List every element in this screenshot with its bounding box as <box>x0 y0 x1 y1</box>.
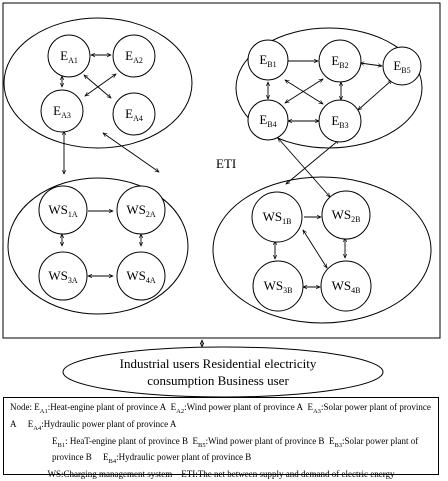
link-ea-wsb <box>103 133 159 172</box>
legend-box: Node: EA1:Heat-engine plant of province … <box>3 397 439 479</box>
link-eb3-wsb <box>286 140 339 184</box>
node-ws4a: WS4A <box>116 251 166 301</box>
svg-text:WS3B: WS3B <box>264 278 293 295</box>
legend-row-3: WS:Charging management system ETI:The ne… <box>47 469 395 480</box>
svg-text:WS2A: WS2A <box>126 202 156 219</box>
svg-text:EA4: EA4 <box>125 106 143 123</box>
svg-text:EA3: EA3 <box>53 103 71 120</box>
link-eb4-ws2b <box>278 138 330 197</box>
svg-text:EB3: EB3 <box>331 113 348 130</box>
node-eb4: EB4 <box>247 99 289 141</box>
svg-text:EA1: EA1 <box>60 48 78 65</box>
node-eb5: EB5 <box>382 46 422 86</box>
svg-text:WS2B: WS2B <box>332 207 361 224</box>
province-a-energy-region <box>3 17 193 149</box>
node-ea1: EA1 <box>47 34 91 78</box>
node-ws3b: WS3B <box>252 260 304 312</box>
svg-text:WS3A: WS3A <box>48 268 78 285</box>
link-eb1-eb3 <box>285 80 323 104</box>
link-ea2-ea3 <box>85 74 116 96</box>
province-b-ws-region <box>212 176 432 324</box>
node-ws2a: WS2A <box>116 185 166 235</box>
link-eb5-eb3 <box>358 80 392 110</box>
node-eb1: EB1 <box>247 39 289 81</box>
svg-text:EB4: EB4 <box>259 112 276 129</box>
province-a-ws-region <box>7 177 189 315</box>
svg-text:EB1: EB1 <box>259 52 276 69</box>
legend-row-2: EB1: HeaT-engine plant of province B EB5… <box>52 435 419 466</box>
node-eb2: EB2 <box>318 39 362 83</box>
node-ws2b: WS2B <box>321 190 371 240</box>
svg-text:WS4A: WS4A <box>126 268 156 285</box>
node-ws4b: WS4B <box>320 260 372 312</box>
users-label: Industrial users Residential electricity… <box>68 355 368 389</box>
svg-text:WS4B: WS4B <box>332 278 361 295</box>
eti-label: ETI <box>216 156 236 171</box>
node-ea2: EA2 <box>112 34 156 78</box>
legend-row-1: Node: EA1:Heat-engine plant of province … <box>10 402 431 432</box>
link-eb2-eb5 <box>360 63 382 66</box>
link-eb2-eb4 <box>285 79 323 103</box>
svg-text:EB2: EB2 <box>331 53 348 70</box>
svg-text:WS1B: WS1B <box>263 209 292 226</box>
users-line-1: Industrial users Residential electricity <box>119 356 317 371</box>
svg-text:EA2: EA2 <box>125 48 143 65</box>
svg-text:EB5: EB5 <box>393 58 410 75</box>
node-ws1b: WS1B <box>251 191 303 243</box>
node-ea4: EA4 <box>112 92 156 136</box>
users-line-2: consumption Business user <box>147 373 289 388</box>
link-ws1b-ws4b <box>303 230 327 268</box>
link-ea1-ea4 <box>84 75 111 98</box>
node-ws1a: WS1A <box>38 185 88 235</box>
eti-frame <box>2 2 441 339</box>
svg-text:WS1A: WS1A <box>48 202 78 219</box>
node-ea3: EA3 <box>40 89 84 133</box>
node-eb3: EB3 <box>318 99 362 143</box>
node-ws3a: WS3A <box>38 251 88 301</box>
